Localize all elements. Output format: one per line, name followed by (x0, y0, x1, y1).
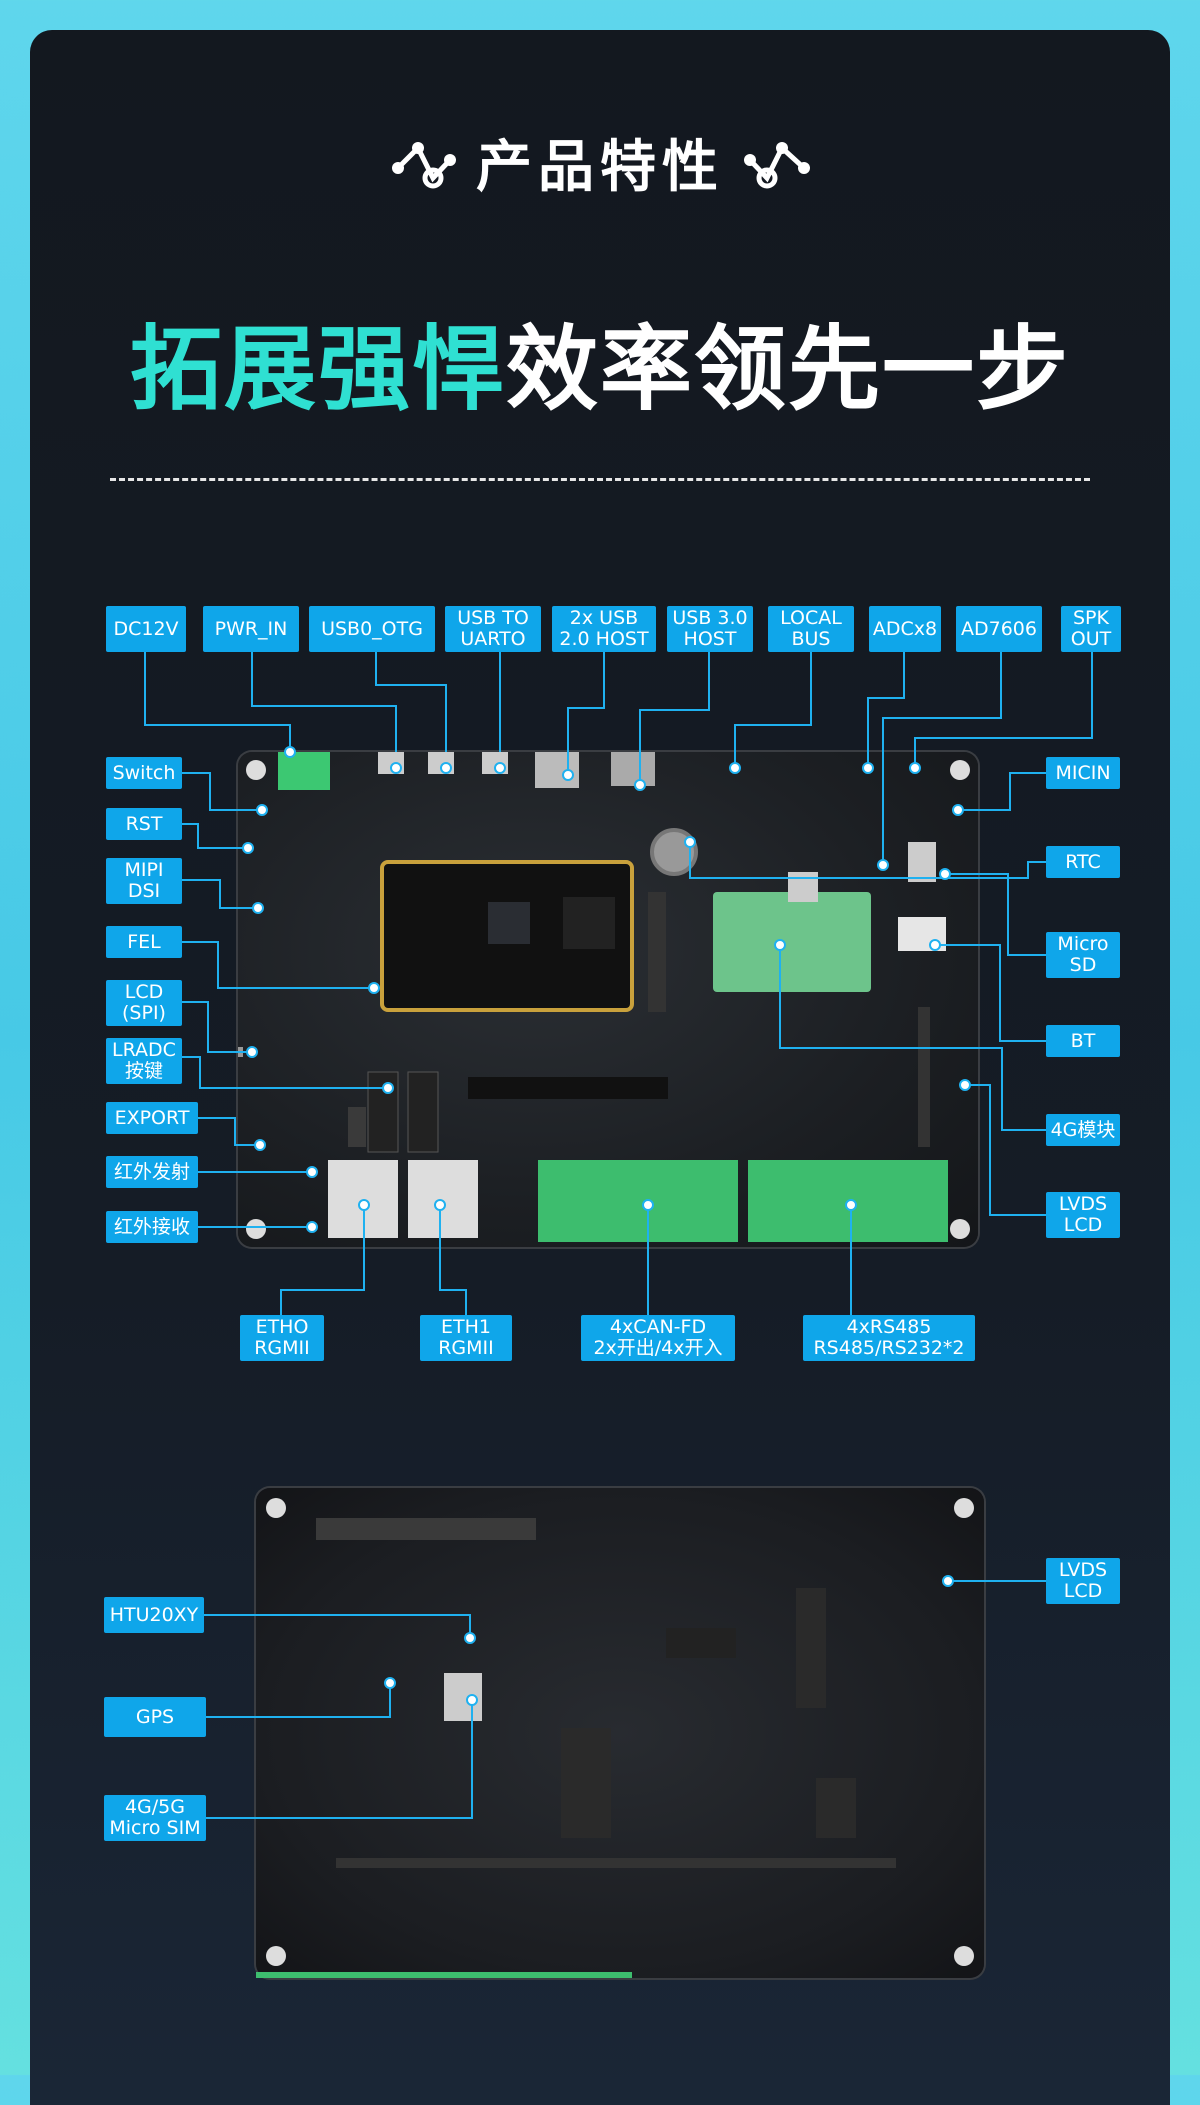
label-rs485: 4xRS485 RS485/RS232*2 (803, 1315, 975, 1361)
label-pwr-in: PWR_IN (203, 606, 299, 652)
label-lcd-spi: LCD (SPI) (106, 980, 182, 1026)
label-bt: BT (1046, 1025, 1120, 1057)
label-usb-to-uart: USB TO UARTO (445, 606, 541, 652)
board-back-illustration (252, 1498, 992, 1980)
board-front-illustration (238, 730, 970, 1242)
label-adcx8: ADCx8 (869, 606, 941, 652)
label-micro-sd: Micro SD (1046, 932, 1120, 978)
label-lvds-lcd-back: LVDS LCD (1046, 1558, 1120, 1604)
label-dc12v: DC12V (106, 606, 186, 652)
headline: 拓展强悍效率领先一步 (0, 310, 1200, 430)
label-mipi-dsi: MIPI DSI (106, 858, 182, 904)
headline-highlight: 拓展强悍 (129, 316, 506, 423)
label-usb3-host: USB 3.0 HOST (667, 606, 753, 652)
dashed-divider (110, 478, 1090, 481)
board-back-image (252, 1488, 992, 1980)
label-gps: GPS (104, 1697, 206, 1737)
label-eth1: ETH1 RGMII (420, 1315, 512, 1361)
label-switch: Switch (106, 757, 182, 789)
label-export: EXPORT (106, 1102, 198, 1134)
label-local-bus: LOCAL BUS (768, 606, 854, 652)
label-micro-sim: 4G/5G Micro SIM (104, 1795, 206, 1841)
network-node-icon (392, 142, 456, 189)
label-usb0-otg: USB0_OTG (309, 606, 435, 652)
label-ir-rx: 红外接收 (106, 1211, 198, 1243)
label-eth0: ETHO RGMII (240, 1315, 324, 1361)
label-usb2-host: 2x USB 2.0 HOST (552, 606, 656, 652)
headline-rest: 效率领先一步 (506, 316, 1071, 423)
label-4g-module: 4G模块 (1046, 1114, 1120, 1146)
label-micin: MICIN (1046, 757, 1120, 789)
label-spk-out: SPK OUT (1061, 606, 1121, 652)
label-ir-tx: 红外发射 (106, 1156, 198, 1188)
label-can-fd: 4xCAN-FD 2x开出/4x开入 (581, 1315, 735, 1361)
label-ad7606: AD7606 (956, 606, 1042, 652)
label-htu20xy: HTU20XY (104, 1597, 204, 1633)
label-rst: RST (106, 808, 182, 840)
network-node-icon (744, 142, 810, 189)
section-title: 产品特性 (476, 135, 724, 200)
label-lvds-lcd: LVDS LCD (1046, 1192, 1120, 1238)
label-fel: FEL (106, 926, 182, 958)
label-rtc: RTC (1046, 846, 1120, 878)
label-lradc: LRADC 按键 (106, 1038, 182, 1084)
board-front-image (238, 730, 978, 1247)
